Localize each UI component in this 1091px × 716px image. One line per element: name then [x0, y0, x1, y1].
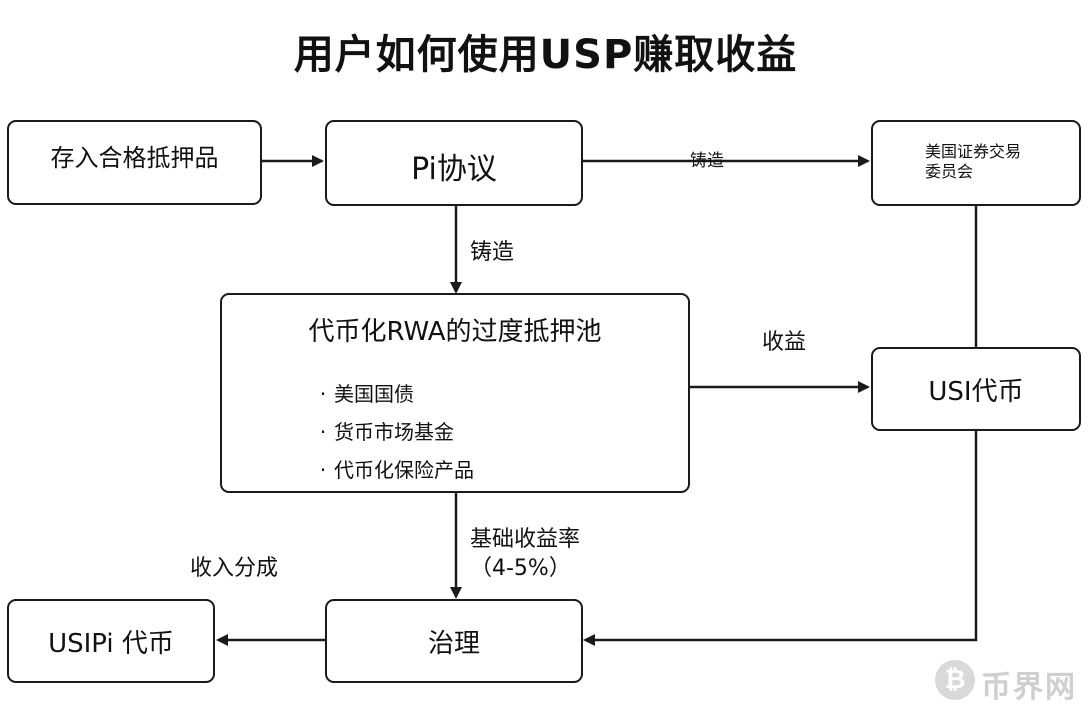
edge-label-base-yield: 基础收益率 [470, 527, 581, 552]
edge-label-yield: 收益 [762, 330, 807, 355]
watermark: ₿ 币界网 [935, 658, 1083, 705]
bitcoin-icon: ₿ [935, 660, 975, 700]
pool-asset-item: ·货币市场基金 [319, 420, 454, 444]
watermark-text: 币界网 [981, 670, 1077, 705]
edge-label-mint-top: 铸造 [690, 151, 724, 171]
pool-asset-label: 代币化保险产品 [334, 458, 474, 482]
node-usi-token-label: USI代币 [928, 377, 1024, 407]
node-deposit-collateral: 存入合格抵押品 [7, 120, 262, 205]
pool-asset-label: 货币市场基金 [334, 420, 454, 444]
node-rwa-pool-title: 代币化RWA的过度抵押池 [308, 317, 602, 347]
node-pi-protocol: Pi协议 [325, 120, 583, 206]
edge-label-base-yield-range: （4-5%） [470, 556, 571, 581]
pool-asset-label: 美国国债 [334, 382, 414, 406]
pool-asset-item: ·美国国债 [319, 382, 414, 406]
edge-label-revenue-share: 收入分成 [190, 556, 279, 581]
node-governance-label: 治理 [427, 629, 480, 659]
node-sec: 美国证券交易委员会 [871, 120, 1081, 206]
arrow-usi-to-governance [583, 431, 978, 646]
diagram-title: 用户如何使用USP赚取收益 [293, 32, 798, 78]
node-pi-protocol-label: Pi协议 [411, 152, 497, 187]
node-usi-token: USI代币 [871, 347, 1081, 431]
node-sec-label: 美国证券交易委员会 [925, 142, 1022, 181]
node-usipi-token: USIPi 代币 [7, 599, 215, 683]
node-deposit-collateral-label: 存入合格抵押品 [50, 144, 219, 172]
pool-asset-item: ·代币化保险产品 [319, 458, 474, 482]
node-governance: 治理 [325, 599, 583, 683]
node-usipi-token-label: USIPi 代币 [48, 629, 174, 659]
pool-asset-list: ·美国国债 ·货币市场基金 ·代币化保险产品 [312, 375, 474, 489]
edge-label-mint-down: 铸造 [470, 240, 515, 265]
node-rwa-pool: 代币化RWA的过度抵押池 ·美国国债 ·货币市场基金 ·代币化保险产品 [220, 293, 690, 493]
